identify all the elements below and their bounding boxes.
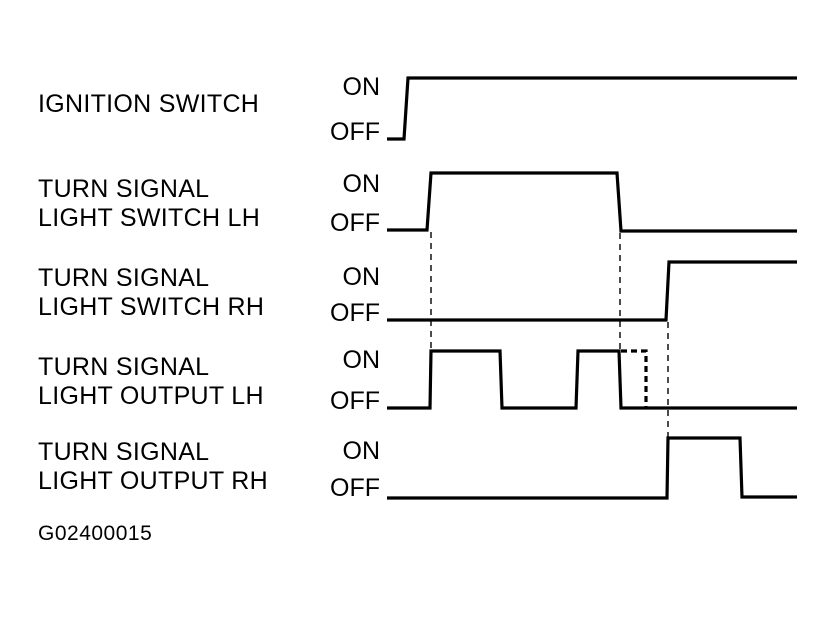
signal-label-line: TURN SIGNAL bbox=[38, 175, 210, 203]
signal-label-line: TURN SIGNAL bbox=[38, 438, 210, 466]
waveform-ts-output-rh bbox=[387, 436, 797, 500]
signal-label-line: TURN SIGNAL bbox=[38, 353, 210, 381]
signal-label-line: LIGHT OUTPUT RH bbox=[38, 467, 268, 495]
off-label-ts-output-rh: OFF bbox=[330, 474, 380, 502]
signal-label-ts-output-lh: TURN SIGNAL LIGHT OUTPUT LH bbox=[38, 353, 264, 411]
off-label-ts-switch-lh: OFF bbox=[330, 209, 380, 237]
signal-label-ts-output-rh: TURN SIGNAL LIGHT OUTPUT RH bbox=[38, 438, 268, 496]
figure-code: G02400015 bbox=[38, 522, 153, 545]
waveform-ts-switch-rh bbox=[387, 260, 797, 322]
signal-label-line: LIGHT SWITCH RH bbox=[38, 293, 265, 321]
waveform-ts-output-lh bbox=[387, 349, 797, 410]
signal-label-line: LIGHT SWITCH LH bbox=[38, 204, 261, 232]
off-label-ignition: OFF bbox=[330, 118, 380, 146]
off-label-ts-output-lh: OFF bbox=[330, 387, 380, 415]
on-label-ts-output-lh: ON bbox=[342, 346, 381, 374]
waveform-ts-switch-lh bbox=[387, 171, 797, 233]
waveform-ignition bbox=[387, 76, 797, 141]
signal-label-line: TURN SIGNAL bbox=[38, 264, 210, 292]
signal-label-ignition: IGNITION SWITCH bbox=[38, 90, 259, 119]
on-label-ts-switch-rh: ON bbox=[342, 263, 381, 291]
on-label-ignition: ON bbox=[342, 73, 381, 101]
signal-label-line: IGNITION SWITCH bbox=[38, 90, 260, 118]
on-label-ts-output-rh: ON bbox=[342, 437, 381, 465]
off-label-ts-switch-rh: OFF bbox=[330, 299, 380, 327]
on-label-ts-switch-lh: ON bbox=[342, 170, 381, 198]
waveform-ts-output-lh-extension bbox=[621, 349, 648, 408]
signal-label-ts-switch-lh: TURN SIGNAL LIGHT SWITCH LH bbox=[38, 175, 260, 233]
signal-label-line: LIGHT OUTPUT LH bbox=[38, 382, 264, 410]
signal-label-ts-switch-rh: TURN SIGNAL LIGHT SWITCH RH bbox=[38, 264, 264, 322]
